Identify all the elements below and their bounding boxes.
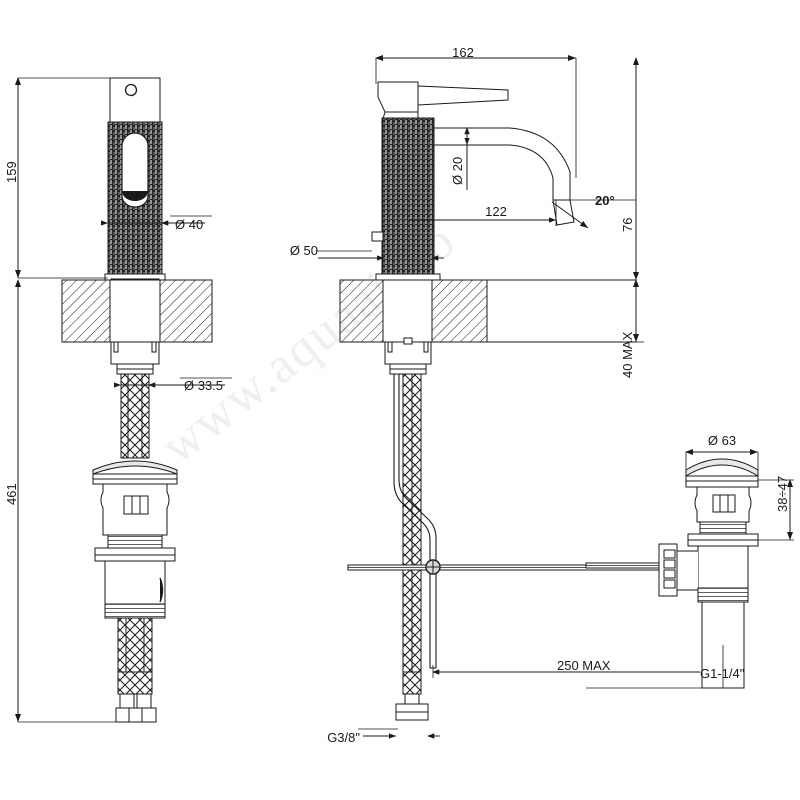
dim-d20-label: Ø 20: [450, 157, 465, 185]
front-waste-valve-stem: [100, 483, 170, 536]
dim-d40-label: Ø 40: [175, 217, 203, 232]
dim-20deg-label: 20°: [595, 193, 615, 208]
waste-detail-cap: [685, 458, 759, 488]
dim-g1-14-label: G1-1/4": [700, 666, 745, 681]
waste-detail-stem: [694, 486, 752, 523]
side-lever-handle: [377, 81, 509, 123]
front-supply-hose-upper: [120, 373, 150, 459]
dim-250-max-label: 250 MAX: [557, 658, 611, 673]
front-fixing-nut: [110, 341, 160, 375]
waste-detail-flange: [687, 533, 759, 547]
front-inlet-fittings: [115, 693, 157, 723]
side-inlet-fitting: [395, 671, 429, 721]
front-view-dimensions: [15, 77, 232, 723]
side-view-dimensions: [316, 55, 700, 739]
side-knurled-body: [381, 117, 435, 275]
lever-pivot-hole-icon: [124, 83, 138, 97]
dim-d63-label: Ø 63: [708, 433, 736, 448]
dim-122-label: 122: [485, 204, 507, 219]
front-popup-waste-cap: [92, 460, 178, 485]
side-countertop: [339, 279, 636, 343]
side-body-lug: [371, 231, 384, 242]
side-lever-arm: [417, 85, 509, 106]
lever-slot: [121, 132, 149, 208]
front-waste-flange: [94, 547, 176, 562]
front-view: [61, 77, 213, 723]
side-view: [339, 81, 671, 721]
dim-76-label: 76: [620, 218, 635, 232]
waste-detail-lift-rod: [585, 562, 660, 569]
front-knurled-handle: [107, 121, 163, 275]
dim-40-max-label: 40 MAX: [620, 331, 635, 378]
dimension-labels: 159 461 Ø 40 Ø 33.5 162 Ø 20 122 20° 76 …: [4, 45, 790, 745]
waste-detail-tailpiece: [586, 601, 745, 689]
pop-up-waste-detail: [585, 458, 759, 689]
dim-38-47-label: 38÷47: [775, 476, 790, 512]
waste-detail-body: [675, 545, 749, 595]
dim-g38-label: G3/8": [327, 730, 360, 745]
dim-162-label: 162: [452, 45, 474, 60]
dim-461-label: 461: [4, 483, 19, 505]
waste-detail-dimensions: [685, 449, 794, 541]
front-lever-cap: [109, 77, 161, 123]
dim-d33-5-label: Ø 33.5: [184, 378, 223, 393]
dim-159-label: 159: [4, 161, 19, 183]
side-supply-hose: [402, 373, 422, 681]
waste-detail-rod-connector: [658, 543, 678, 597]
front-supply-hose-lower: [117, 617, 153, 695]
dim-d50-label: Ø 50: [290, 243, 318, 258]
side-fixing-nut: [384, 337, 432, 375]
